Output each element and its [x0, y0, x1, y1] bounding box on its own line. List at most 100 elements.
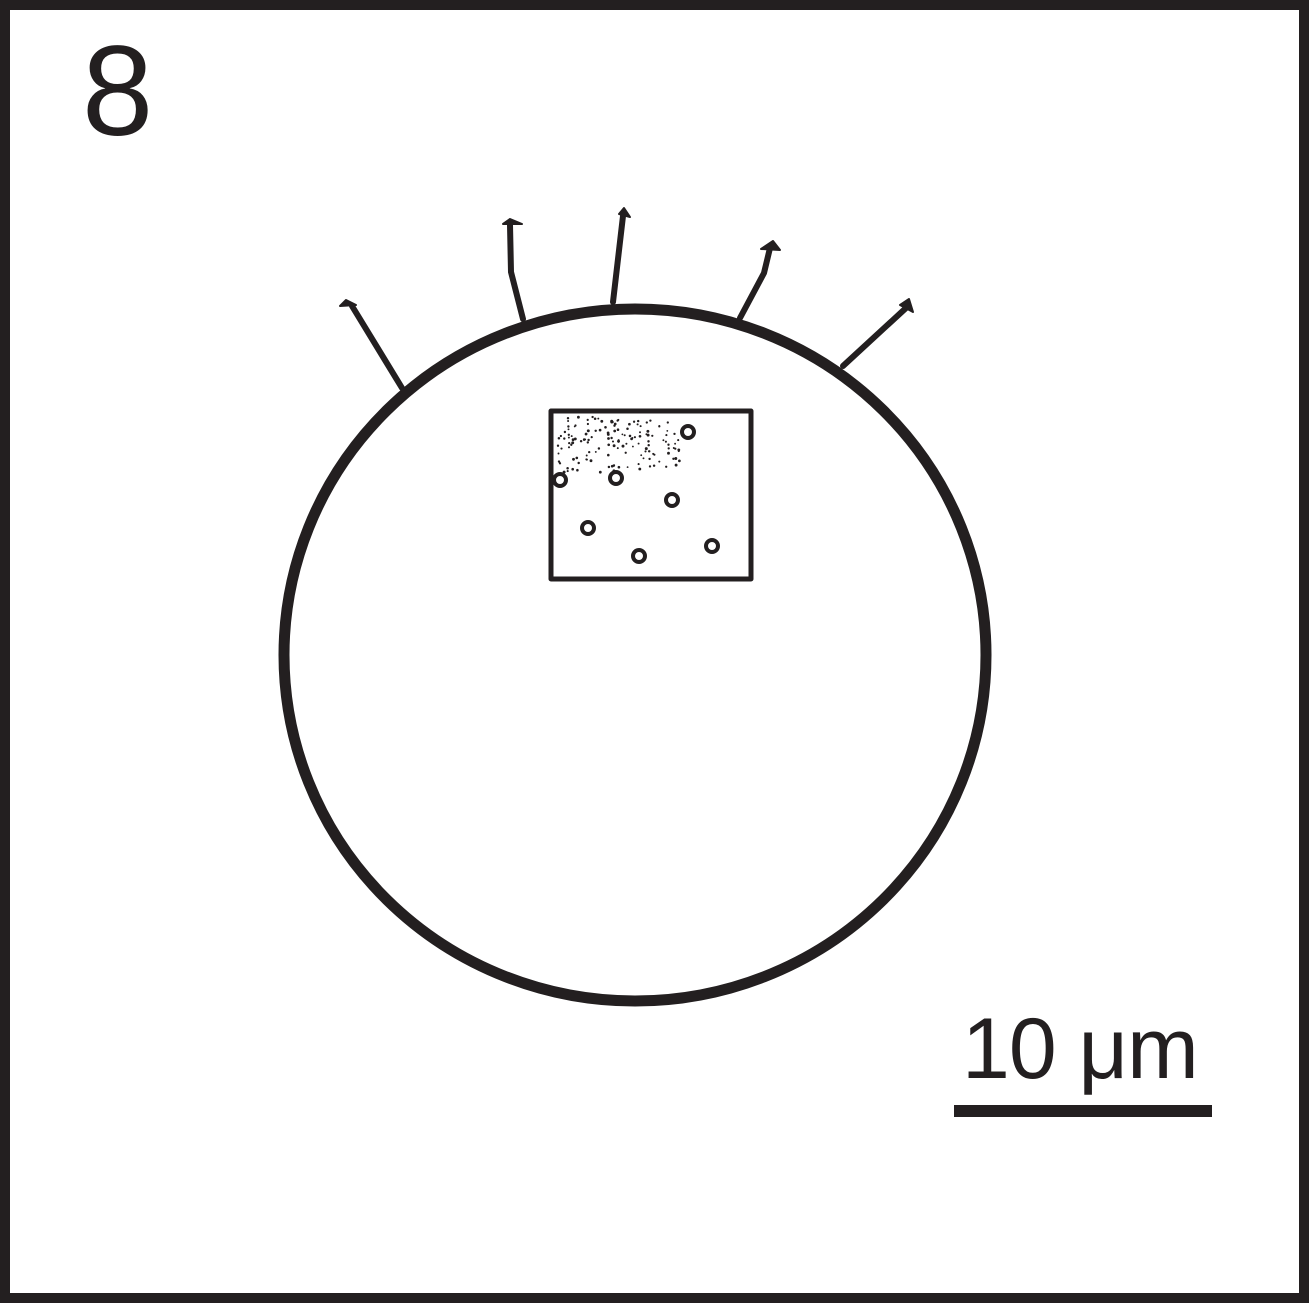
- stipple-dot: [625, 442, 628, 445]
- stipple-dot: [573, 437, 577, 441]
- stipple-dot: [678, 459, 681, 463]
- stipple-dot: [570, 443, 573, 446]
- stipple-dot: [626, 466, 629, 469]
- stipple-dot: [575, 456, 579, 460]
- stipple-dot: [667, 447, 670, 450]
- stipple-dot: [571, 441, 575, 445]
- stipple-dot: [644, 447, 648, 451]
- stipple-dot: [586, 441, 589, 444]
- stipple-dot: [559, 434, 563, 438]
- stipple-dot: [590, 436, 593, 439]
- granules: [552, 424, 720, 564]
- stipple-dot: [585, 458, 588, 461]
- stipple-dot: [631, 445, 634, 448]
- stipple-dot: [648, 457, 651, 461]
- granule: [704, 538, 720, 554]
- stipple-dot: [651, 434, 654, 437]
- stipple-dot: [613, 429, 617, 433]
- stipple-dot: [647, 443, 650, 447]
- stipple-dot: [631, 437, 634, 439]
- cell-diagram: [278, 207, 992, 1007]
- stipple-dot: [586, 429, 590, 433]
- stipple-dot: [597, 417, 600, 420]
- stipple-dot: [558, 462, 562, 465]
- stipple-dot: [616, 447, 619, 450]
- stipple-dot: [616, 428, 620, 431]
- stipple-dot: [574, 424, 577, 427]
- scale-bar-label: 10 μm: [962, 1001, 1199, 1097]
- stipple-dot: [626, 427, 629, 431]
- stipple-dot: [588, 450, 591, 454]
- stipple-dot: [621, 444, 625, 448]
- stipple-dot: [567, 433, 570, 436]
- stipple-dot: [607, 443, 611, 447]
- stipple-dot: [648, 465, 652, 468]
- stipple-dot: [568, 441, 571, 445]
- granule: [664, 492, 680, 508]
- stipple-dot: [587, 438, 590, 442]
- stipple-dot: [594, 429, 597, 433]
- stipple-dot: [610, 464, 614, 468]
- stipple-dot: [637, 442, 640, 445]
- stipple-dot: [586, 422, 590, 426]
- stipple-dot: [677, 450, 680, 453]
- scale-bar: [954, 1105, 1212, 1117]
- stipple-dot: [584, 438, 587, 441]
- stipple-dot: [598, 428, 602, 432]
- cell-outline: [278, 303, 992, 1007]
- stipple-dot: [616, 419, 619, 422]
- stipple-dot: [589, 459, 593, 463]
- stipple-dot: [645, 421, 648, 424]
- stipple-dot: [567, 446, 571, 449]
- stipple-dot: [638, 434, 642, 438]
- stipple-dot: [639, 425, 642, 428]
- stipple-dot: [613, 464, 616, 467]
- stipple-dot: [662, 439, 665, 442]
- stipple-dot: [645, 433, 648, 436]
- stipple-dot: [557, 436, 561, 440]
- stipple-dot: [567, 428, 570, 431]
- stipple-dot: [658, 460, 661, 463]
- stipple-dot: [593, 417, 597, 420]
- stipple-dot: [617, 440, 620, 443]
- panel-label: 8: [82, 20, 154, 163]
- granule: [552, 472, 568, 488]
- stipple-dot: [560, 447, 563, 450]
- stipple-dot: [567, 425, 570, 428]
- stipple-dot: [613, 424, 616, 427]
- stipple-dot: [638, 467, 642, 471]
- stipple-dot: [640, 454, 643, 457]
- stipple-dot: [664, 440, 667, 443]
- stipple-dot: [674, 442, 677, 445]
- stipple-dot: [632, 420, 636, 423]
- stipple-dot: [649, 419, 652, 422]
- stipple-dot: [611, 440, 615, 443]
- stipple-dot: [646, 433, 650, 437]
- stipple-dot: [674, 463, 678, 467]
- stipple-dot: [612, 444, 616, 448]
- granule: [680, 424, 696, 440]
- stipple-dot: [577, 415, 580, 419]
- stipple-dot: [567, 419, 570, 423]
- appendage-1: [339, 299, 405, 391]
- stipple-dot: [672, 447, 675, 449]
- appendage-2: [502, 218, 526, 322]
- appendage-5: [840, 298, 914, 369]
- stipple-dot: [566, 470, 569, 473]
- stipple-dot: [572, 457, 575, 461]
- stipple-dot: [658, 425, 661, 428]
- stipple-dot: [674, 457, 678, 460]
- stipple-dot: [633, 436, 636, 439]
- stipple-dot: [557, 460, 561, 463]
- stipple-dot: [652, 464, 656, 467]
- stipple-dot: [647, 450, 651, 453]
- stipple-dot: [610, 419, 614, 423]
- stipple-dot: [667, 443, 670, 446]
- stipple-dot: [606, 433, 610, 436]
- stipple-dot: [563, 430, 567, 434]
- stipple-dot: [576, 468, 579, 472]
- stipple-dot: [607, 437, 610, 440]
- granule: [631, 548, 647, 564]
- stipple-dot: [607, 453, 610, 457]
